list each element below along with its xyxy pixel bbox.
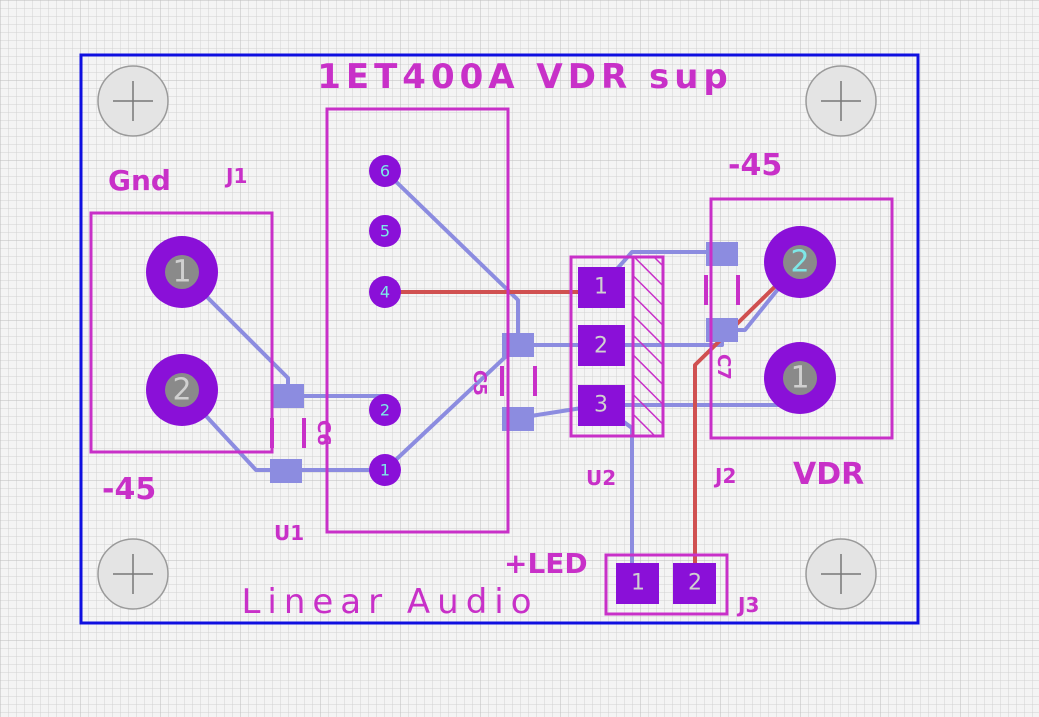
label-vdr: VDR	[793, 457, 864, 492]
j1-outline	[89, 211, 274, 454]
j2-outline	[709, 197, 894, 440]
label-j2-neg: -45	[728, 148, 782, 183]
board-title: 1ET400A VDR sup	[317, 57, 733, 97]
label-gnd: Gnd	[108, 164, 171, 197]
c6-pad-top	[272, 384, 304, 408]
mounting-hole-bottom-right	[805, 538, 877, 610]
trace-j2p2-j3p2	[693, 260, 802, 584]
mounting-hole-top-right	[805, 65, 877, 137]
j3-pad-1[interactable]: 1	[616, 563, 659, 604]
pad-label: 1	[172, 255, 191, 290]
u2-pad-1[interactable]: 1	[578, 267, 625, 308]
label-c6: C6	[313, 420, 334, 446]
label-u1: U1	[274, 521, 304, 545]
label-j1: J1	[224, 164, 247, 188]
u1-pad-2[interactable]: 2	[369, 394, 401, 426]
pad-label: 2	[380, 401, 390, 420]
j2-pad-2[interactable]: 2	[764, 226, 836, 298]
pad-label: 4	[380, 283, 390, 302]
j1-pad-1[interactable]: 1	[146, 236, 218, 308]
u2-pad-3[interactable]: 3	[578, 385, 625, 426]
pad-label: 5	[380, 222, 390, 241]
j2-pad-1[interactable]: 1	[764, 342, 836, 414]
board-footer: Linear Audio	[241, 582, 538, 622]
j3-pad-2[interactable]: 2	[673, 563, 716, 604]
label-u2: U2	[586, 466, 616, 490]
pad-label: 1	[594, 275, 608, 300]
label-led: +LED	[504, 547, 588, 580]
u2-pad-2[interactable]: 2	[578, 325, 625, 366]
pad-label: 2	[172, 373, 191, 408]
board-outline	[79, 53, 920, 625]
pad-label: 1	[790, 361, 809, 396]
trace-u1p1-c5	[383, 343, 520, 472]
label-j3: J3	[736, 593, 759, 617]
u1-outline	[325, 107, 510, 534]
pad-label: 2	[594, 334, 608, 359]
label-c5: C5	[469, 370, 490, 396]
pad-label: 3	[594, 393, 608, 418]
j1-pad-2[interactable]: 2	[146, 354, 218, 426]
mounting-hole-bottom-left	[97, 538, 169, 610]
u1-pad-6[interactable]: 6	[369, 155, 401, 187]
u1-pad-1[interactable]: 1	[369, 454, 401, 486]
mounting-hole-top-left	[97, 65, 169, 137]
pad-label: 6	[380, 162, 390, 181]
pad-label: 2	[688, 571, 702, 596]
u2-outline	[569, 255, 665, 438]
label-j1-neg: -45	[102, 472, 156, 507]
trace-u1p6-c5	[383, 169, 520, 347]
top-traces	[383, 260, 802, 584]
c6-pad-bottom	[270, 459, 302, 483]
label-j2: J2	[713, 464, 736, 488]
u1-pad-5[interactable]: 5	[369, 215, 401, 247]
u1-pad-4[interactable]: 4	[369, 276, 401, 308]
pad-label: 1	[631, 571, 645, 596]
pad-label: 2	[790, 245, 809, 280]
label-c7: C7	[713, 354, 734, 380]
pad-label: 1	[380, 461, 390, 480]
j3-outline	[604, 553, 729, 616]
